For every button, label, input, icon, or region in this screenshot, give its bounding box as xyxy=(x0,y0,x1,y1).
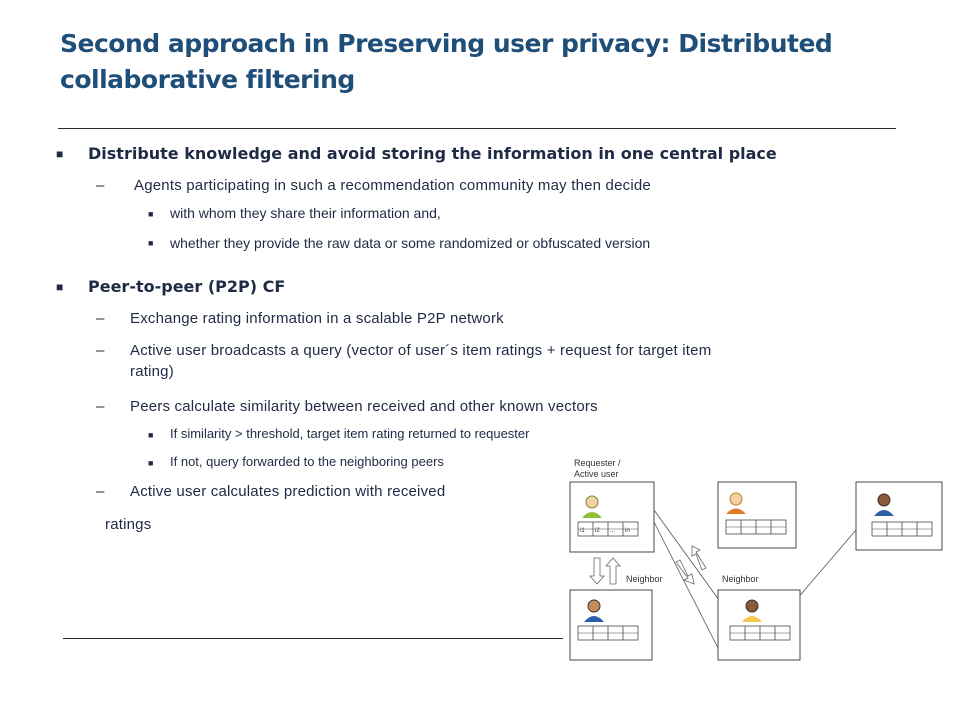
bullet-marker: ■ xyxy=(148,209,154,219)
requester-peer: i1 i2 ... in xyxy=(569,481,655,553)
network-links xyxy=(653,509,857,651)
bullet-peers-similarity: Peers calculate similarity between recei… xyxy=(130,398,598,415)
bullet-agents-decide: Agents participating in such a recommend… xyxy=(134,177,651,194)
peer-top-middle xyxy=(717,481,797,549)
footer-divider xyxy=(63,638,563,639)
bullet-distribute-knowledge: Distribute knowledge and avoid storing t… xyxy=(88,144,777,163)
vector-cell: in xyxy=(625,528,630,534)
peer-neighbor-left xyxy=(569,589,653,661)
neighbor-label: Neighbor xyxy=(626,574,663,584)
bullet-calculates-prediction-cont: ratings xyxy=(105,516,152,533)
user-icon xyxy=(742,599,762,622)
diagonal-arrow-icon xyxy=(675,545,707,585)
user-icon xyxy=(874,493,894,516)
dash-marker: – xyxy=(96,483,105,500)
bullet-p2p-cf: Peer-to-peer (P2P) CF xyxy=(88,277,286,296)
active-user-label: Active user xyxy=(574,469,619,479)
dash-marker: – xyxy=(96,310,105,327)
p2p-network-diagram: i1 i2 ... in Requester / Active user xyxy=(569,458,943,661)
dash-marker: – xyxy=(96,177,105,194)
title-divider xyxy=(58,128,896,129)
bullet-marker: ■ xyxy=(148,458,154,468)
bullet-exchange-rating: Exchange rating information in a scalabl… xyxy=(130,310,504,327)
bullet-forwarded: If not, query forwarded to the neighbori… xyxy=(170,454,444,469)
bullet-broadcast-query-cont: rating) xyxy=(130,363,174,380)
peer-neighbor-middle xyxy=(717,589,801,661)
user-icon xyxy=(584,599,604,622)
bullet-marker: ■ xyxy=(148,430,154,440)
dash-marker: – xyxy=(96,398,105,415)
bullet-raw-data: whether they provide the raw data or som… xyxy=(170,235,651,251)
vector-cell: i2 xyxy=(595,528,600,534)
vector-cell: ... xyxy=(610,528,615,534)
bullet-calculates-prediction: Active user calculates prediction with r… xyxy=(130,483,446,500)
user-icon xyxy=(726,492,746,514)
vector-cell: i1 xyxy=(580,528,585,534)
bullet-marker: ■ xyxy=(56,280,64,294)
slide-title: Second approach in Preserving user priva… xyxy=(60,29,833,94)
bullet-with-whom: with whom they share their information a… xyxy=(170,205,441,221)
neighbor-label: Neighbor xyxy=(722,574,759,584)
bullet-threshold: If similarity > threshold, target item r… xyxy=(170,426,530,441)
bullet-broadcast-query: Active user broadcasts a query (vector o… xyxy=(130,342,712,359)
requester-label: Requester / xyxy=(574,458,621,468)
bullet-marker: ■ xyxy=(148,238,154,248)
dash-marker: – xyxy=(96,342,105,359)
peer-top-right xyxy=(855,481,943,551)
double-arrow-icon xyxy=(589,557,621,585)
user-icon xyxy=(582,495,602,518)
bullet-marker: ■ xyxy=(56,147,64,161)
